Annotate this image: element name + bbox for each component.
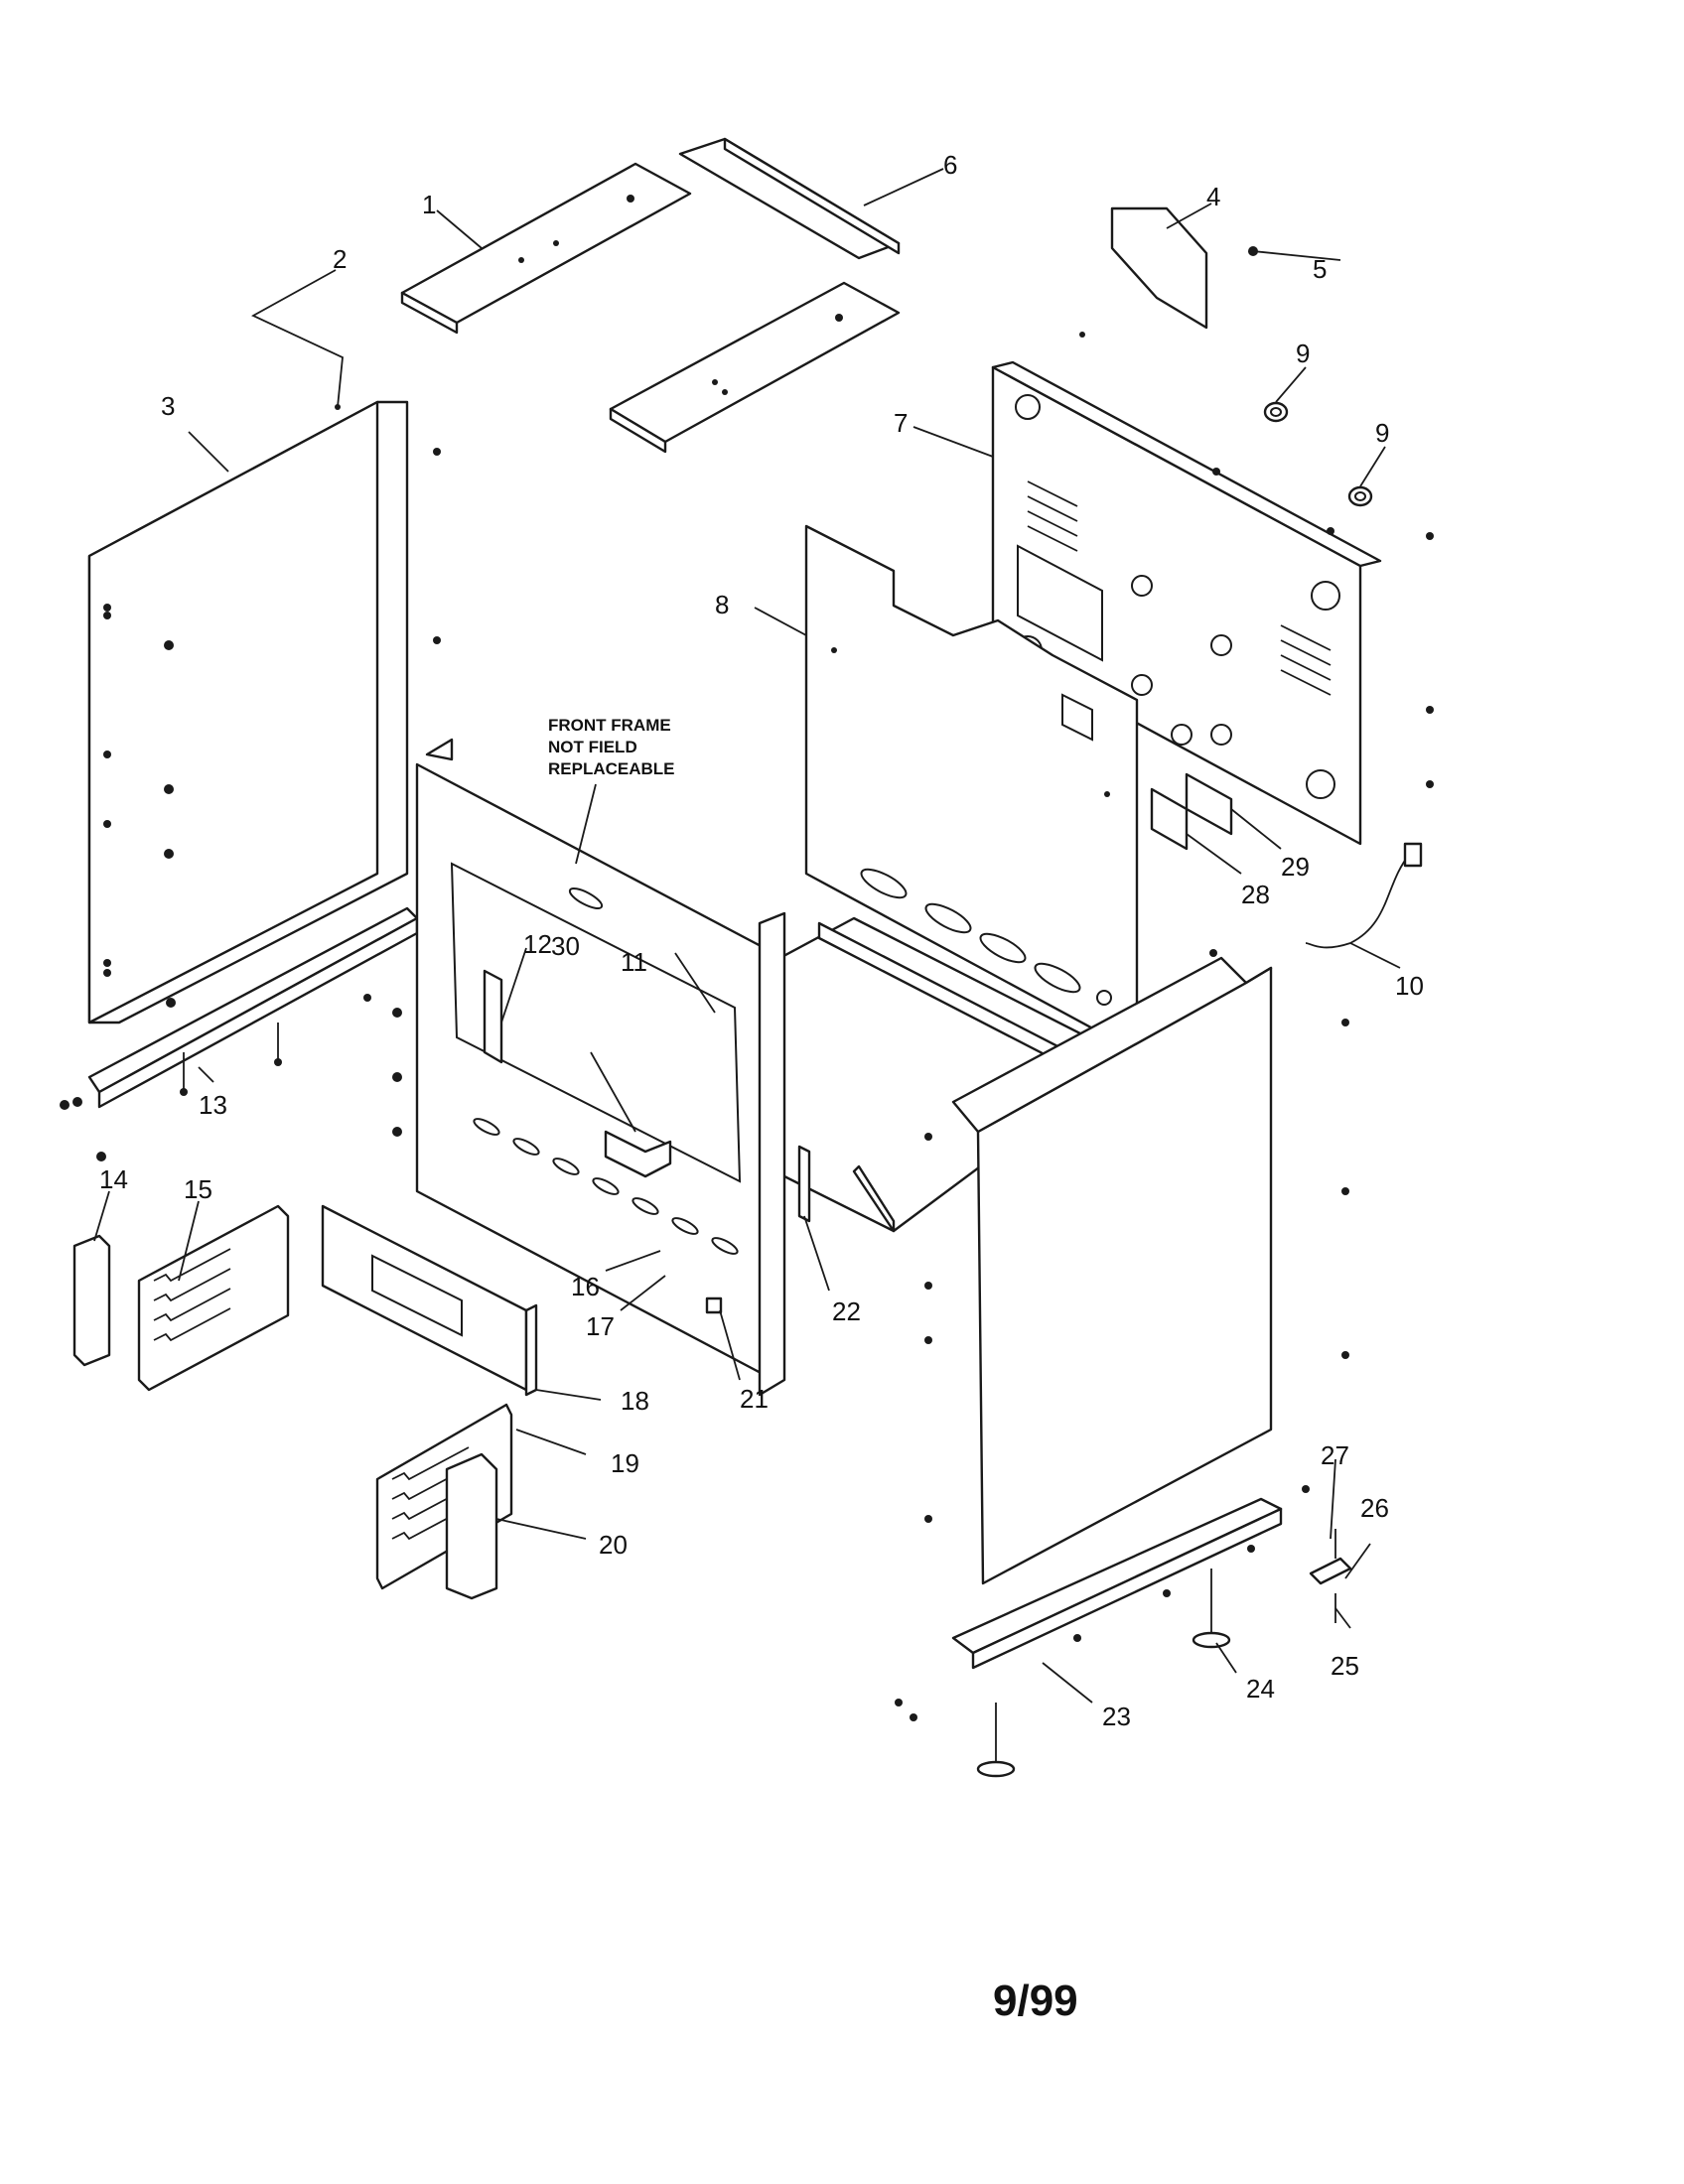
callout-22: 22 xyxy=(832,1297,861,1326)
part-18-kickplate xyxy=(321,1204,538,1397)
callout-18: 18 xyxy=(621,1386,649,1416)
callout-20: 20 xyxy=(599,1530,628,1560)
part-14-end-cap xyxy=(72,1234,111,1367)
callout-24: 24 xyxy=(1246,1674,1275,1704)
callout-10: 10 xyxy=(1395,971,1424,1001)
callout-13: 13 xyxy=(199,1090,227,1120)
part-6-bracket xyxy=(678,137,901,260)
callout-19: 19 xyxy=(611,1448,639,1478)
callout-21: 21 xyxy=(740,1384,769,1414)
callout-11: 11 xyxy=(621,947,647,977)
part-28-bracket xyxy=(1150,787,1189,851)
callout-25: 25 xyxy=(1331,1651,1359,1681)
callout-3: 3 xyxy=(161,391,175,421)
front-frame-note: FRONT FRAME NOT FIELD REPLACEABLE xyxy=(548,716,675,778)
revision-date: 9/99 xyxy=(993,1977,1078,2025)
part-1-lower-rail xyxy=(609,281,901,454)
part-24-leveling-foot xyxy=(1192,1569,1231,1649)
part-20-end-cap xyxy=(445,1452,498,1600)
leveling-foot-front xyxy=(976,1703,1016,1778)
part-21-clip xyxy=(705,1297,723,1314)
part-9-grommet-upper xyxy=(1263,401,1289,423)
part-30-latch-bracket xyxy=(604,1130,672,1178)
callout-14: 14 xyxy=(99,1164,128,1194)
callout-30: 30 xyxy=(551,931,580,961)
part-23-right-base-rail xyxy=(895,1485,1310,1721)
callout-1: 1 xyxy=(422,190,436,219)
callout-29: 29 xyxy=(1281,852,1310,882)
callout-9-upper: 9 xyxy=(1296,339,1310,368)
callout-27: 27 xyxy=(1321,1440,1349,1470)
callout-9-lower: 9 xyxy=(1375,418,1389,448)
part-29-bracket xyxy=(1185,772,1233,836)
callout-6: 6 xyxy=(943,150,957,180)
callout-5: 5 xyxy=(1313,254,1327,284)
part-10-power-cord xyxy=(1305,842,1423,949)
callout-17: 17 xyxy=(586,1311,615,1341)
callout-16: 16 xyxy=(571,1272,600,1301)
part-4-cover-plate xyxy=(1110,206,1258,330)
callout-15: 15 xyxy=(184,1174,212,1204)
note-line-2: NOT FIELD xyxy=(548,738,637,756)
part-11-front-frame xyxy=(392,738,786,1397)
callout-8: 8 xyxy=(715,590,729,619)
part-22-hinge-receiver xyxy=(797,1145,811,1223)
callout-12: 12 xyxy=(523,929,552,959)
callout-28: 28 xyxy=(1241,880,1270,909)
callout-4: 4 xyxy=(1206,182,1220,211)
note-line-1: FRONT FRAME xyxy=(548,716,671,735)
callout-2: 2 xyxy=(333,244,347,274)
callout-23: 23 xyxy=(1102,1702,1131,1731)
callout-26: 26 xyxy=(1360,1493,1389,1523)
note-line-3: REPLACEABLE xyxy=(548,759,675,778)
part-8-inner-back-panel xyxy=(804,524,1139,1054)
part-15-left-vent-panel xyxy=(137,1204,290,1392)
part-3-left-side-panel xyxy=(87,400,441,1024)
part-1-top-rail xyxy=(400,162,692,335)
leader-lines xyxy=(93,168,1401,1704)
part-12-hinge-bracket xyxy=(483,969,503,1064)
right-side-panel xyxy=(924,949,1349,1585)
part-26-bracket xyxy=(1309,1529,1352,1623)
callout-7: 7 xyxy=(894,408,908,438)
part-9-grommet-lower xyxy=(1347,485,1373,507)
callout-labels: 1 2 3 4 5 6 7 8 9 9 10 11 12 13 14 15 16… xyxy=(99,150,1424,1731)
part-19-right-vent-panel xyxy=(375,1403,513,1590)
